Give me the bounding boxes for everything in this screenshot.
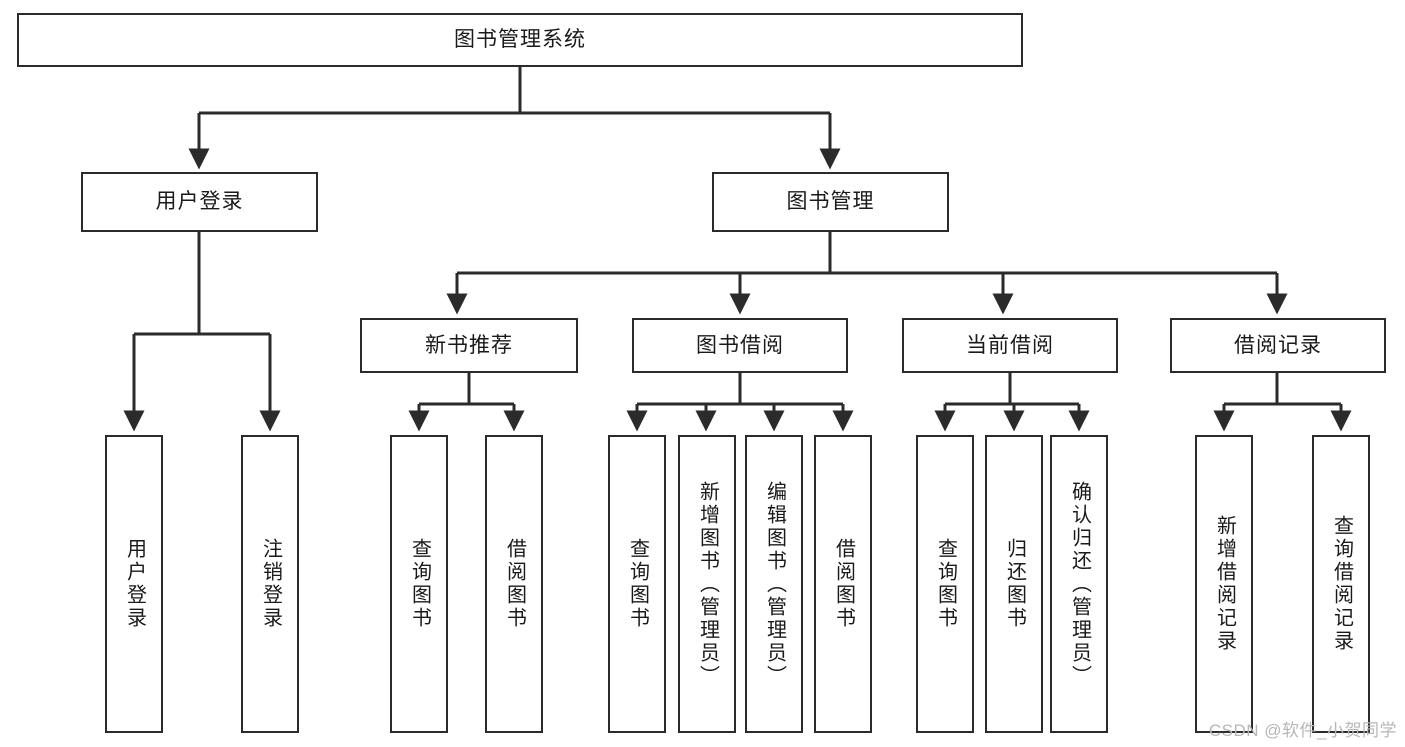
node-book-borrow[interactable]: 图书借阅 — [632, 318, 848, 373]
leaf-add-book-label: 新增图书（管理员） — [696, 480, 719, 688]
leaf-borrow-book-2-label: 借阅图书 — [832, 538, 855, 630]
leaf-user-login-label: 用户登录 — [123, 538, 146, 630]
leaf-query-book-2-label: 查询图书 — [626, 538, 649, 630]
leaf-borrow-book-2[interactable]: 借阅图书 — [814, 435, 872, 733]
leaf-query-book-1[interactable]: 查询图书 — [390, 435, 448, 733]
leaf-add-book[interactable]: 新增图书（管理员） — [678, 435, 736, 733]
leaf-edit-book-label: 编辑图书（管理员） — [763, 480, 786, 688]
node-current-borrow[interactable]: 当前借阅 — [902, 318, 1118, 373]
node-user-login[interactable]: 用户登录 — [81, 172, 318, 232]
leaf-query-book-3[interactable]: 查询图书 — [916, 435, 974, 733]
node-user-login-label: 用户登录 — [155, 190, 244, 214]
node-current-borrow-label: 当前借阅 — [966, 333, 1054, 357]
leaf-return-book[interactable]: 归还图书 — [985, 435, 1043, 733]
leaf-logout-login[interactable]: 注销登录 — [241, 435, 299, 733]
watermark-text: CSDN @软件_小贺同学 — [1208, 721, 1397, 740]
leaf-confirm-return-label: 确认归还（管理员） — [1068, 480, 1091, 688]
node-book-borrow-label: 图书借阅 — [696, 333, 784, 357]
leaf-return-book-label: 归还图书 — [1003, 538, 1026, 630]
node-book-management[interactable]: 图书管理 — [712, 172, 949, 232]
leaf-user-login[interactable]: 用户登录 — [105, 435, 163, 733]
node-new-book-recommend-label: 新书推荐 — [425, 333, 513, 357]
node-borrow-record[interactable]: 借阅记录 — [1170, 318, 1386, 373]
node-new-book-recommend[interactable]: 新书推荐 — [360, 318, 578, 373]
leaf-query-book-1-label: 查询图书 — [408, 538, 431, 630]
leaf-confirm-return[interactable]: 确认归还（管理员） — [1050, 435, 1108, 733]
node-root[interactable]: 图书管理系统 — [17, 13, 1023, 67]
node-book-management-label: 图书管理 — [786, 190, 875, 214]
leaf-add-record[interactable]: 新增借阅记录 — [1195, 435, 1253, 733]
leaf-edit-book[interactable]: 编辑图书（管理员） — [745, 435, 803, 733]
leaf-query-record-label: 查询借阅记录 — [1330, 515, 1353, 653]
leaf-borrow-book-1-label: 借阅图书 — [503, 538, 526, 630]
leaf-add-record-label: 新增借阅记录 — [1213, 515, 1236, 653]
leaf-query-book-2[interactable]: 查询图书 — [608, 435, 666, 733]
leaf-query-book-3-label: 查询图书 — [934, 538, 957, 630]
node-borrow-record-label: 借阅记录 — [1234, 333, 1322, 357]
leaf-borrow-book-1[interactable]: 借阅图书 — [485, 435, 543, 733]
leaf-logout-login-label: 注销登录 — [259, 538, 282, 630]
node-root-label: 图书管理系统 — [454, 28, 586, 52]
leaf-query-record[interactable]: 查询借阅记录 — [1312, 435, 1370, 733]
